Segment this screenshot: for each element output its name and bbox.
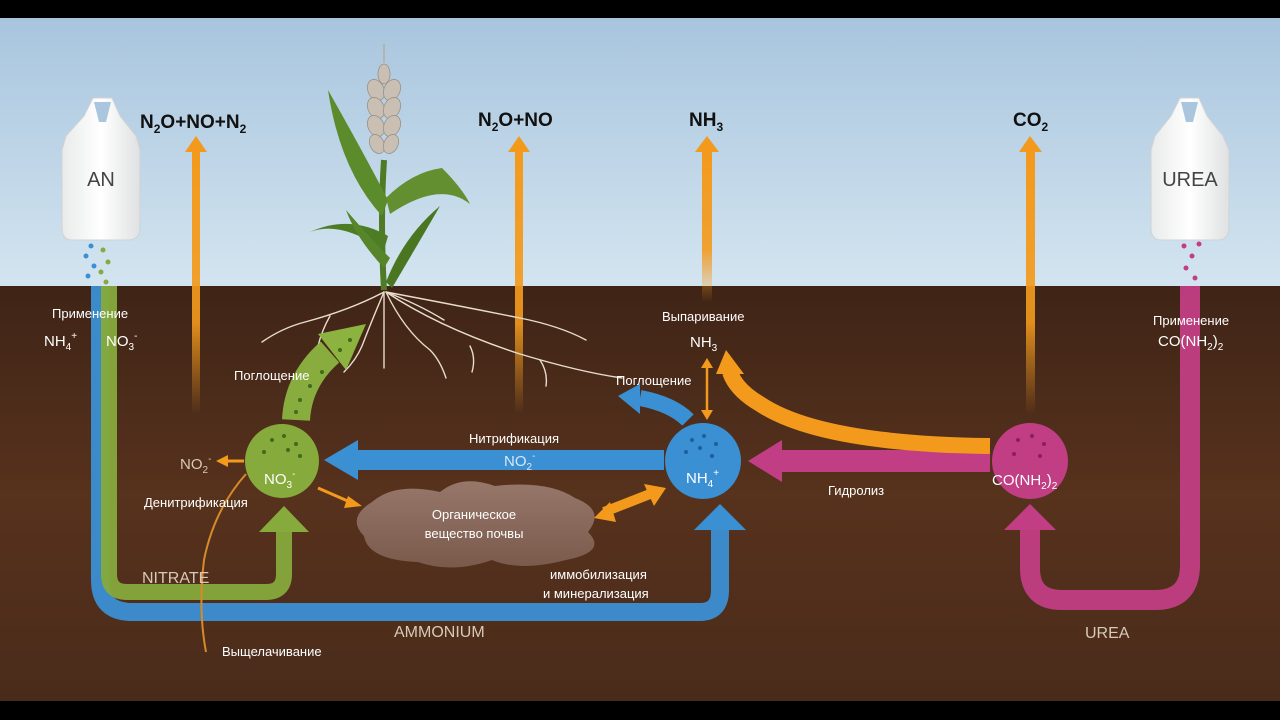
gas-column-nitrification xyxy=(515,152,523,414)
application-label-right: Применение xyxy=(1153,313,1229,328)
gas-column-denitrification xyxy=(192,152,200,414)
uptake-label-left: Поглощение xyxy=(234,368,309,383)
nitrification-label: Нитрификация xyxy=(469,431,559,446)
volatilization-label: Выпаривание xyxy=(662,309,744,324)
gas-column-co2 xyxy=(1026,152,1035,414)
bag-label-urea: UREA xyxy=(1162,169,1218,191)
organic-matter-blob xyxy=(357,481,595,567)
gas-label-n2o-no: N2O+NO xyxy=(478,110,553,134)
nh4-node: NH4+ xyxy=(665,423,741,499)
immobilization-label-2: и минерализация xyxy=(543,586,649,601)
urea-pipe-label: UREA xyxy=(1085,625,1130,642)
urea-node: CO(NH2)2 xyxy=(992,423,1068,499)
organic-matter-label-1: Органическое xyxy=(432,507,516,522)
no3-node: NO3- xyxy=(245,424,319,498)
bag-label-an: AN xyxy=(87,169,115,191)
uptake-label-right: Поглощение xyxy=(616,373,691,388)
hydrolysis-arrow xyxy=(780,450,990,472)
immobilization-label-1: иммобилизация xyxy=(550,567,647,582)
ammonium-pipe-label: AMMONIUM xyxy=(394,624,485,641)
gas-column-volatilization xyxy=(702,152,712,302)
application-label-left: Применение xyxy=(52,306,128,321)
hydrolysis-label: Гидролиз xyxy=(828,483,884,498)
denitrification-label: Денитрификация xyxy=(144,495,248,510)
organic-matter-label-2: вещество почвы xyxy=(425,526,524,541)
letterbox-bottom xyxy=(0,701,1280,720)
nitrate-pipe-label: NITRATE xyxy=(142,570,209,587)
leaching-label: Выщелачивание xyxy=(222,644,322,659)
